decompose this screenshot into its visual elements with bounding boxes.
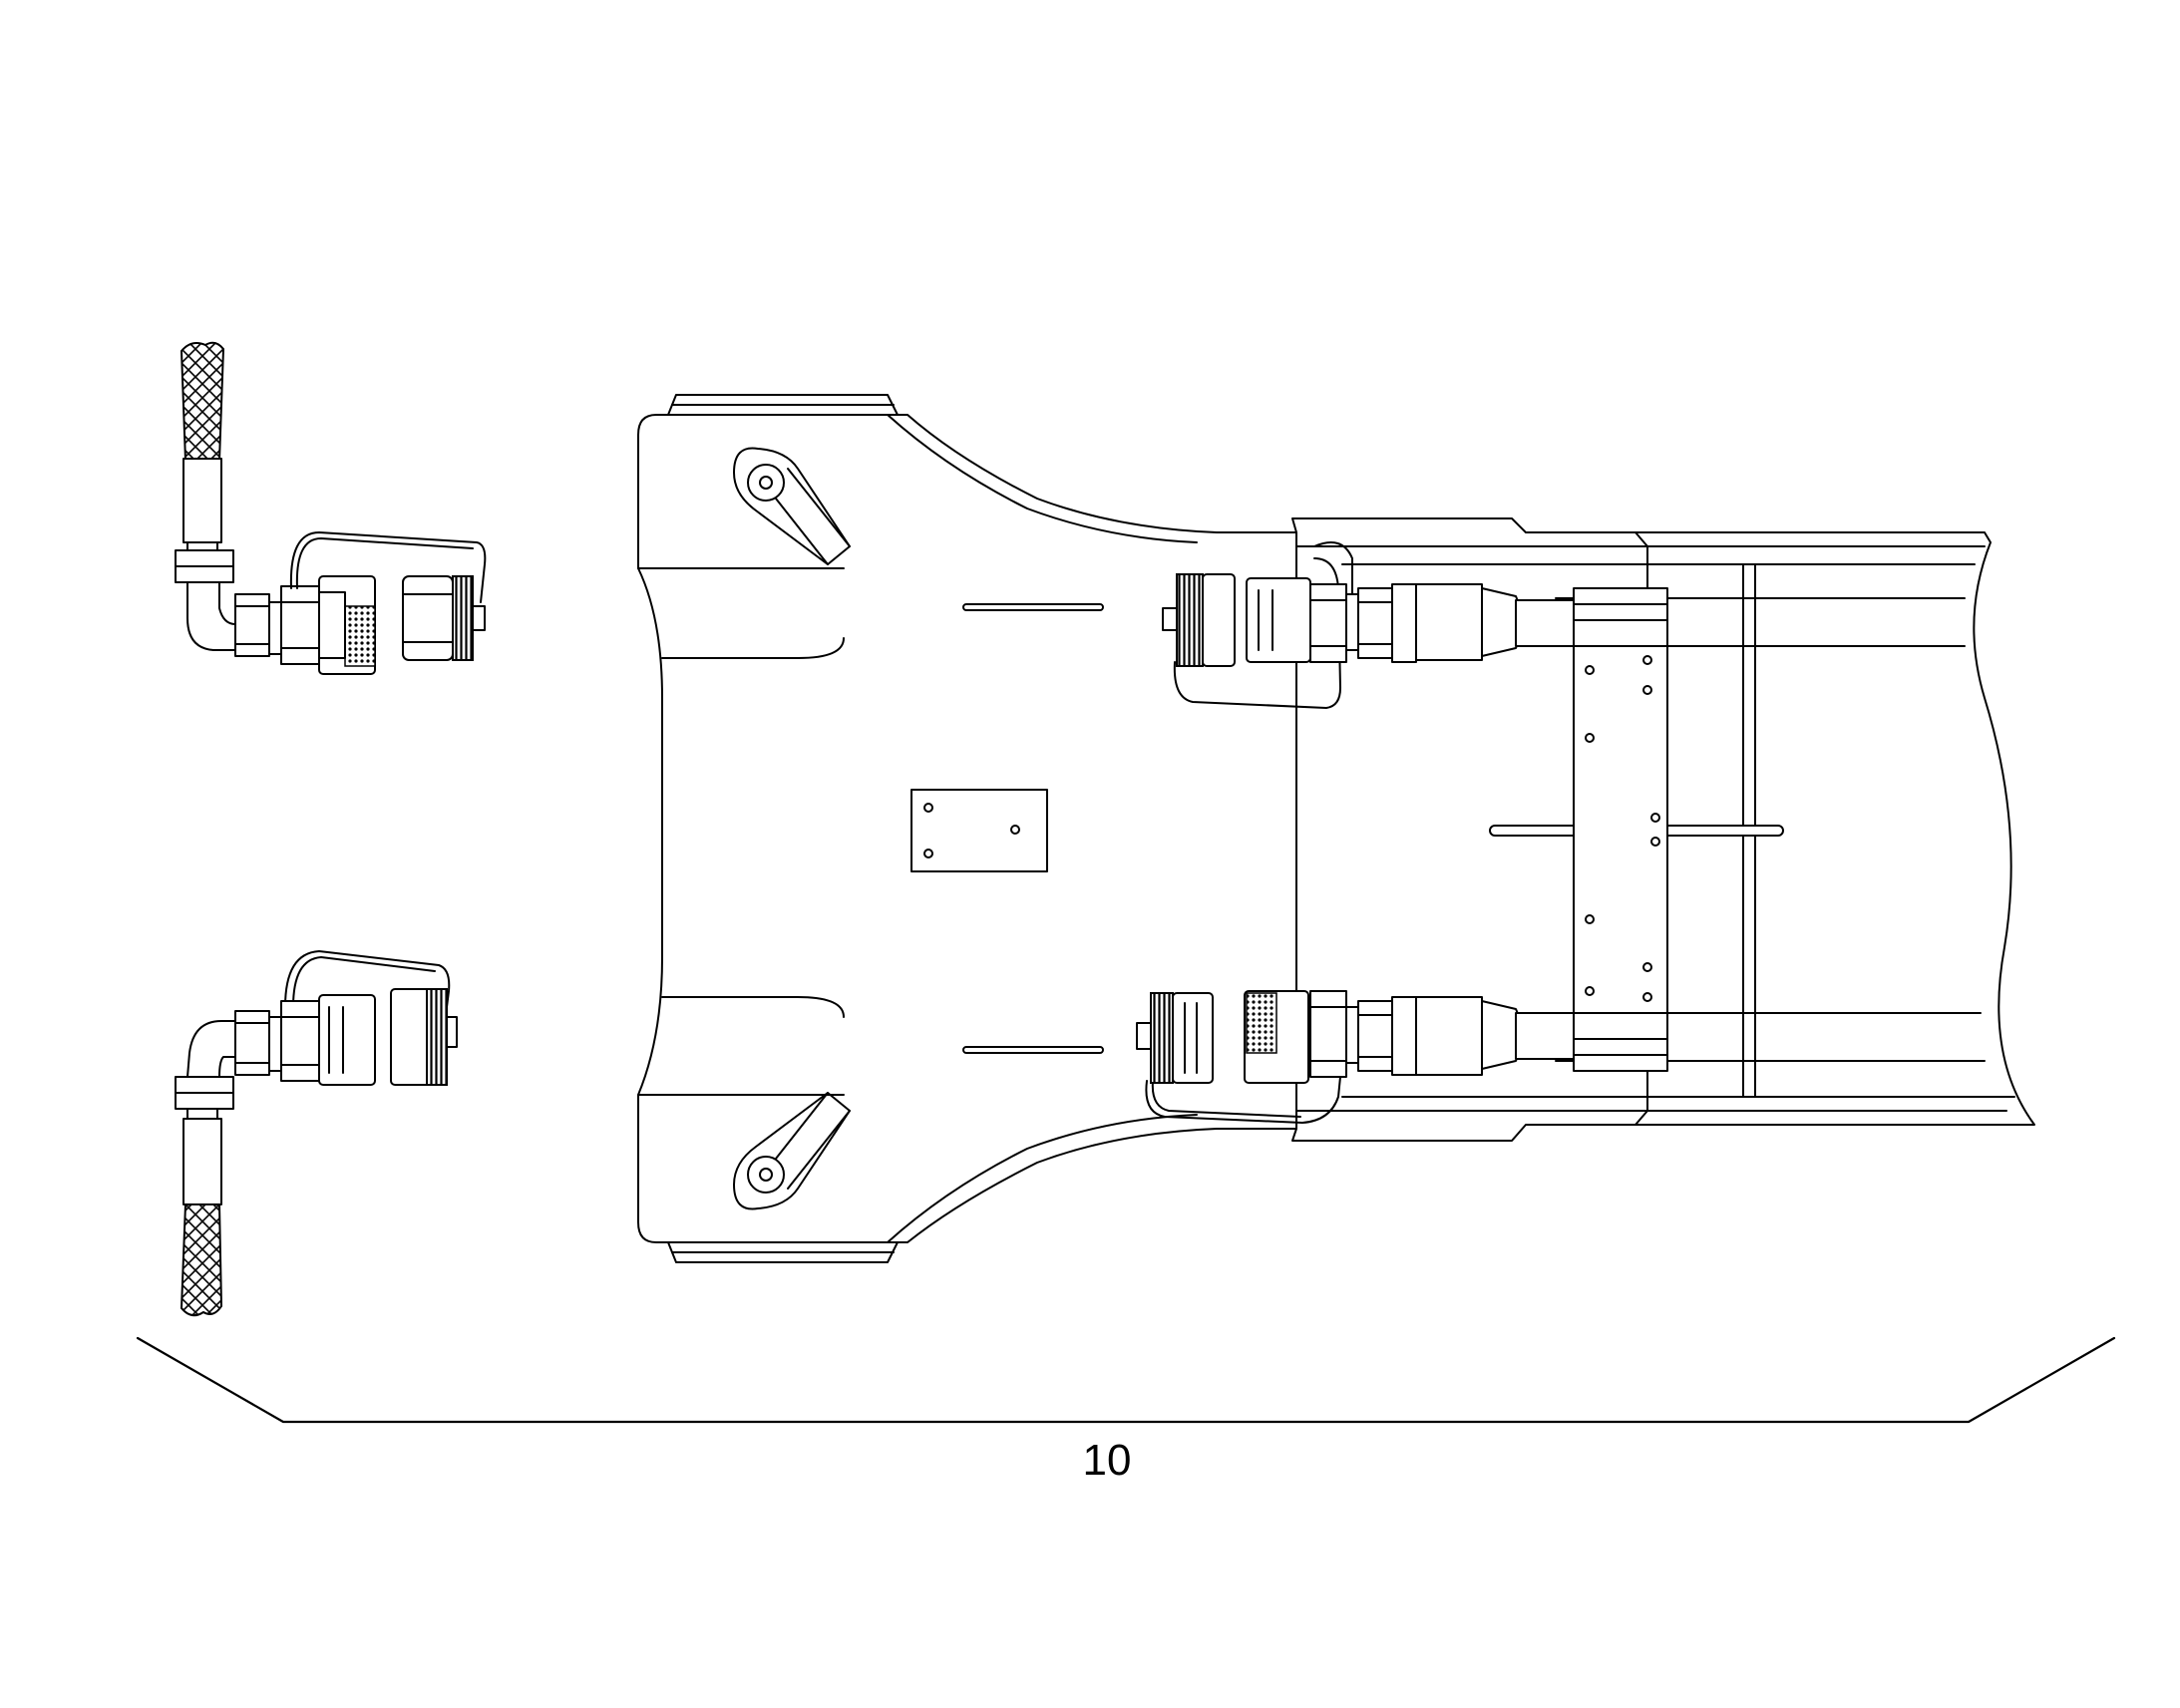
upper-lifting-slot bbox=[733, 447, 851, 565]
lower-hose-ferrule bbox=[182, 1118, 222, 1205]
upper-hose-crimp bbox=[1415, 583, 1483, 661]
upper-dust-cap bbox=[402, 575, 454, 661]
upper-braided-hose bbox=[181, 341, 224, 462]
upper-elbow-fitting bbox=[186, 581, 236, 651]
main-tool-body bbox=[637, 394, 2035, 1263]
manifold-block bbox=[1573, 587, 1668, 1072]
lower-lifting-slot bbox=[733, 1092, 851, 1210]
callout-bracket bbox=[136, 1336, 2116, 1424]
lower-hex-nut bbox=[280, 1000, 320, 1082]
upper-dust-cap-tether bbox=[289, 531, 487, 603]
callout-label: 10 bbox=[1082, 1436, 1132, 1485]
upper-hex-nut bbox=[280, 585, 320, 665]
lower-dust-cap-tether bbox=[284, 950, 451, 1008]
lower-groove bbox=[962, 1046, 1104, 1054]
lower-hose-assembly bbox=[175, 950, 458, 1317]
lower-braided-hose bbox=[181, 1203, 222, 1317]
upper-hose-assembly bbox=[175, 341, 487, 675]
upper-hose-ferrule bbox=[182, 458, 222, 543]
lower-nipple-body bbox=[318, 994, 376, 1086]
lower-elbow-fitting bbox=[186, 1020, 236, 1078]
lower-body-coupler bbox=[1136, 990, 1575, 1124]
nameplate bbox=[910, 789, 1048, 872]
upper-groove bbox=[962, 603, 1104, 611]
upper-body-tether bbox=[1173, 557, 1341, 709]
lower-hose-crimp bbox=[1415, 996, 1483, 1076]
upper-body-coupler bbox=[1162, 541, 1575, 709]
lower-body-tether bbox=[1145, 1076, 1341, 1124]
